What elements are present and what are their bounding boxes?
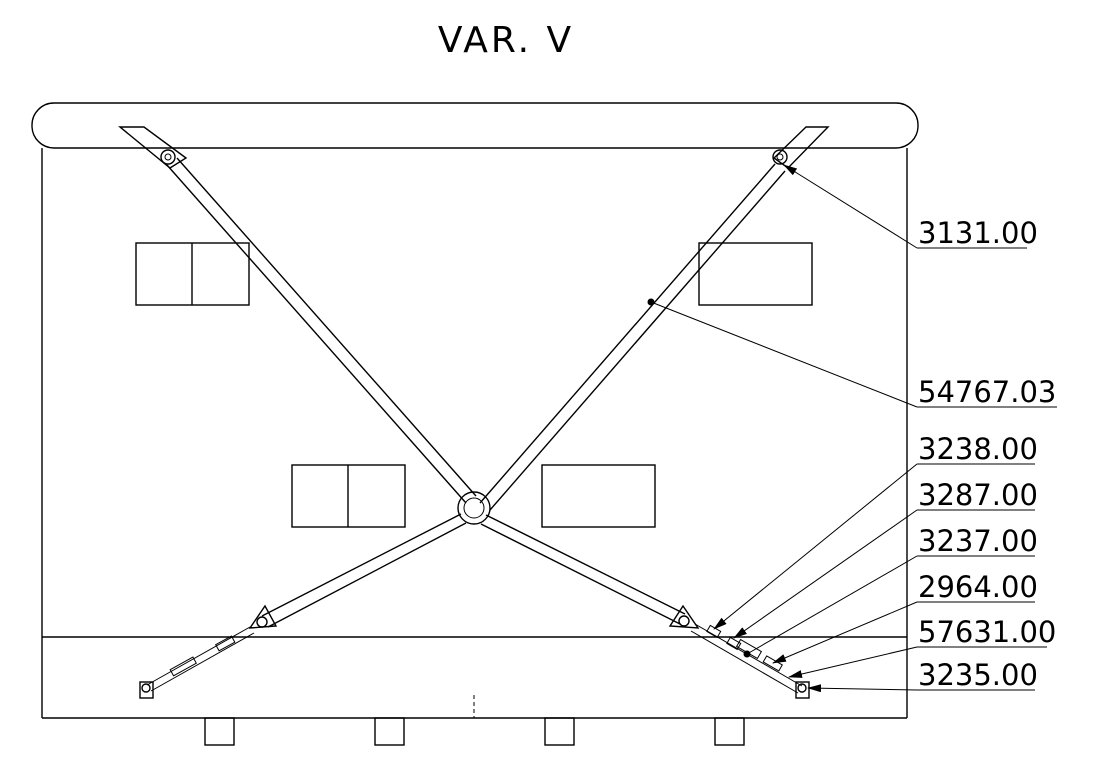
callout-54767: 54767.03	[650, 301, 1057, 409]
callout-label: 2964.00	[918, 570, 1038, 604]
right-tensioner	[668, 604, 810, 699]
opening-top-right	[698, 242, 813, 306]
callout-3287: 3287.00	[733, 478, 1038, 639]
callout-label: 3237.00	[918, 524, 1038, 558]
upper-braces	[166, 157, 786, 511]
callout-label: 3235.00	[918, 658, 1038, 692]
bracket-top-right	[772, 126, 830, 169]
callout-label: 57631.00	[918, 615, 1056, 649]
callout-2964: 2964.00	[772, 570, 1038, 664]
callout-label: 3238.00	[918, 432, 1038, 466]
wagon-feet	[204, 717, 745, 746]
callout-57631: 57631.00	[788, 615, 1056, 678]
wagon-body	[31, 102, 919, 719]
callout-label: 3287.00	[918, 478, 1038, 512]
top-brackets	[118, 126, 830, 169]
drawing-title: VAR. V	[438, 20, 574, 61]
callout-3235: 3235.00	[807, 658, 1038, 693]
roof-rail	[31, 102, 919, 149]
callout-label: 3131.00	[918, 216, 1038, 250]
left-tensioner	[139, 604, 278, 699]
callout-3131: 3131.00	[783, 164, 1038, 250]
callout-3237: 3237.00	[746, 524, 1038, 655]
side-openings	[135, 242, 813, 528]
callout-3238: 3238.00	[713, 432, 1038, 630]
center-node	[457, 491, 491, 525]
opening-mid-right	[541, 464, 656, 528]
lower-braces	[261, 513, 686, 628]
callout-label: 54767.03	[918, 375, 1056, 409]
bracket-top-left	[118, 126, 188, 169]
